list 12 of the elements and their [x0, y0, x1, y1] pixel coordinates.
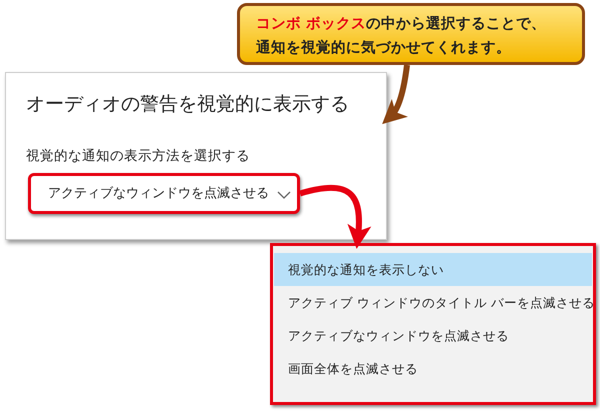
arrow	[382, 64, 410, 125]
field-label: 視覚的な通知の表示方法を選択する	[26, 147, 250, 165]
callout-box: コンボ ボックスの中から選択することで、通知を視覚的に気づかせてくれます。	[237, 3, 585, 65]
settings-panel	[5, 72, 387, 240]
list-item: アクティブなウィンドウを点滅させる	[274, 319, 592, 352]
list-item: 画面全体を点滅させる	[274, 352, 592, 385]
list-item: 視覚的な通知を表示しない	[274, 253, 592, 286]
list-item: アクティブ ウィンドウのタイトル バーを点滅させる	[274, 286, 592, 319]
panel-title: オーディオの警告を視覚的に表示する	[26, 92, 349, 117]
arrow	[299, 184, 371, 249]
combo-box: アクティブなウィンドウを点滅させる	[28, 173, 300, 214]
dropdown-list	[270, 243, 596, 405]
